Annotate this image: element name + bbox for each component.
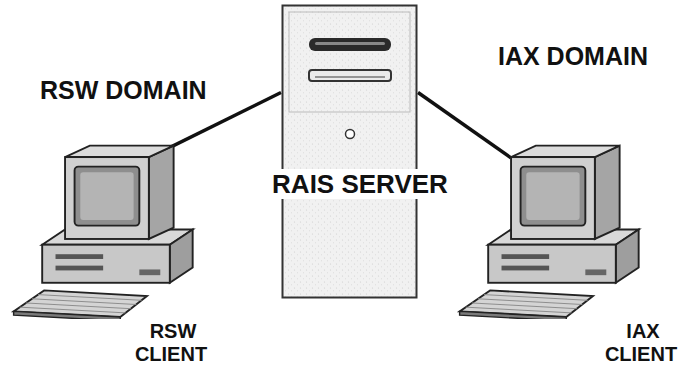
network-link bbox=[418, 93, 511, 158]
node-label: RSW CLIENT bbox=[124, 320, 220, 366]
node-text: RAIS SERVER bbox=[270, 169, 450, 199]
server-tower-icon bbox=[281, 4, 418, 299]
node-text: RSW CLIENT bbox=[135, 320, 209, 365]
domain-label: RSW DOMAIN bbox=[40, 76, 207, 105]
computer-icon bbox=[6, 138, 206, 319]
node-label: IAX CLIENT bbox=[594, 320, 690, 366]
node-label: RAIS SERVER bbox=[240, 170, 480, 200]
server-node: RAIS SERVER bbox=[240, 4, 482, 300]
computer-icon bbox=[452, 138, 652, 319]
domain-label: IAX DOMAIN bbox=[498, 42, 648, 71]
client-node: IAX CLIENT bbox=[444, 138, 696, 368]
node-text: IAX CLIENT bbox=[605, 320, 679, 365]
client-node: RSW CLIENT bbox=[6, 138, 222, 368]
